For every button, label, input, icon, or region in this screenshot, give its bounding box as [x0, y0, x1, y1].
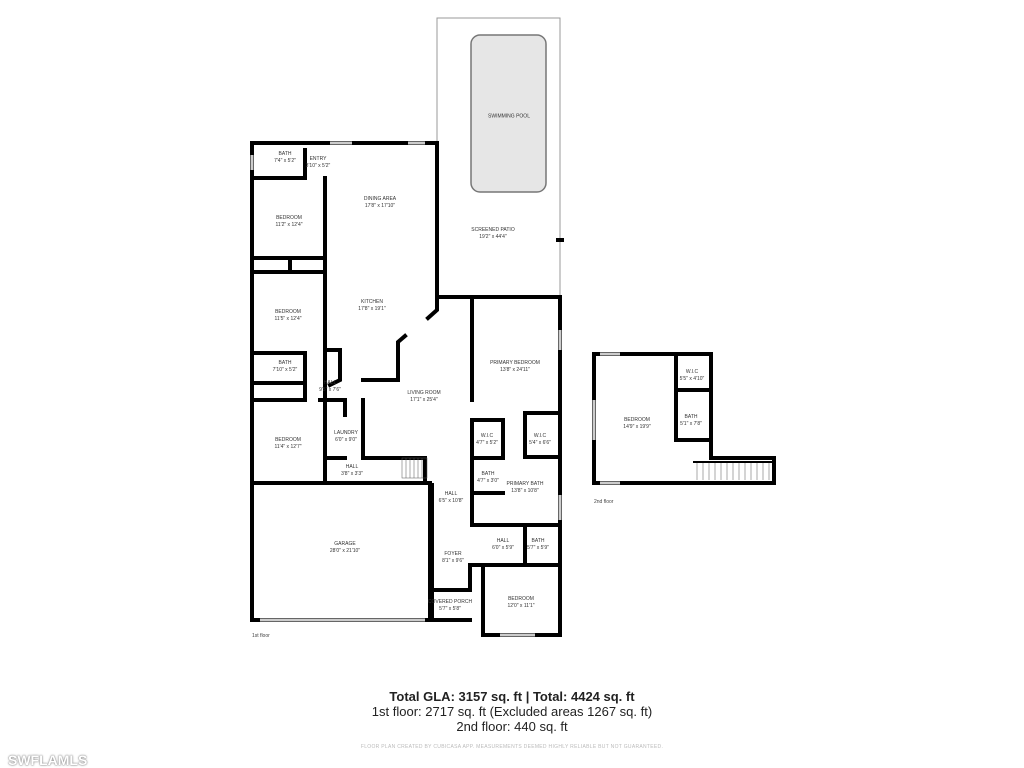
floor1-area: 1st floor: 2717 sq. ft (Excluded areas 1… [371, 704, 653, 719]
stairs-floor2 [693, 461, 772, 480]
room-dimensions: 5'1" x 7'8" [680, 421, 702, 427]
room-dimensions: 11'5" x 12'4" [274, 316, 302, 322]
room-dimensions: 14'9" x 19'9" [623, 424, 651, 430]
floor2-label: 2nd floor [594, 499, 614, 505]
room-dimensions: 9'5" x 7'6" [319, 387, 341, 393]
room-dimensions: 5'4" x 6'6" [529, 440, 551, 446]
room-name: LIVING ROOM [407, 390, 441, 396]
room-name: BATH [278, 360, 292, 366]
room-dimensions: 5'7" x 5'8" [439, 606, 461, 612]
room-dimensions: 8'1" x 9'6" [442, 558, 464, 564]
room-dimensions: 17'8" x 17'10" [364, 203, 396, 209]
room-dimensions: 13'8" x 10'8" [511, 488, 539, 494]
room-name: HALL [345, 464, 359, 470]
room-name: W.I.C [533, 433, 547, 439]
room-name: GARAGE [334, 541, 356, 547]
room-name: W.I.C [480, 433, 494, 439]
room-dimensions: 4'7" x 5'2" [476, 440, 498, 446]
room-name: PRIMARY BATH [506, 481, 544, 487]
total-area-summary: Total GLA: 3157 sq. ft | Total: 4424 sq.… [389, 689, 635, 704]
room-name: BEDROOM [508, 596, 534, 602]
room-dimensions: 3'8" x 3'3" [341, 471, 363, 477]
room-name: BEDROOM [276, 215, 302, 221]
room-name: BATH [278, 151, 292, 157]
room-dimensions: 17'8" x 19'1" [358, 306, 386, 312]
room-dimensions: 17'1" x 25'4" [410, 397, 438, 403]
room-dimensions: 19'2" x 44'4" [479, 234, 507, 240]
room-name: HALL [496, 538, 510, 544]
room-name: BEDROOM [624, 417, 650, 423]
room-name: KITCHEN [361, 299, 383, 305]
room-dimensions: 6'0" x 9'0" [335, 437, 357, 443]
room-dimensions: 11'2" x 12'4" [275, 222, 303, 228]
room-name: HALL [323, 380, 337, 386]
room-dimensions: 12'0" x 11'1" [507, 603, 535, 609]
swimming-pool-shape [470, 34, 547, 193]
room-dimensions: 7'10" x 5'2" [272, 367, 298, 373]
stairs-floor1 [401, 457, 428, 479]
room-name: BEDROOM [275, 309, 301, 315]
room-name: ENTRY [309, 156, 327, 162]
room-name: LAUNDRY [334, 430, 358, 436]
room-dimensions: 7'4" x 5'2" [274, 158, 296, 164]
room-name: BATH [531, 538, 545, 544]
room-dimensions: 4'7" x 3'0" [477, 478, 499, 484]
room-name: PRIMARY BEDROOM [490, 360, 540, 366]
floor2-area: 2nd floor: 440 sq. ft [456, 719, 568, 734]
room-name: BATH [684, 414, 698, 420]
room-label: SWIMMING POOL [488, 114, 530, 121]
room-dimensions: 5'5" x 4'10" [679, 376, 705, 382]
room-name: FOYER [444, 551, 462, 557]
room-dimensions: 3'10" x 5'2" [305, 163, 331, 169]
room-name: HALL [444, 491, 458, 497]
room-name: SWIMMING POOL [488, 113, 530, 120]
floor2-walls [592, 352, 776, 485]
watermark: SWFLAMLS [8, 752, 88, 768]
room-dimensions: 28'0" x 21'10" [329, 548, 361, 554]
floor1-label: 1st floor [252, 633, 270, 639]
room-name: COVERED PORCH [427, 599, 473, 605]
room-name: DINING AREA [363, 196, 397, 202]
room-name: W.I.C [685, 369, 699, 375]
floor1-walls [250, 141, 562, 637]
room-dimensions: 5'7" x 5'9" [527, 545, 549, 551]
room-dimensions: 6'5" x 10'8" [438, 498, 464, 504]
room-name: SCREENED PATIO [471, 227, 515, 233]
room-name: BATH [481, 471, 495, 477]
room-name: BEDROOM [275, 437, 301, 443]
room-dimensions: 6'0" x 5'9" [492, 545, 514, 551]
room-dimensions: 11'4" x 12'7" [274, 444, 302, 450]
room-dimensions: 13'8" x 24'11" [500, 367, 530, 373]
disclaimer: FLOOR PLAN CREATED BY CUBICASA APP. MEAS… [360, 744, 664, 750]
